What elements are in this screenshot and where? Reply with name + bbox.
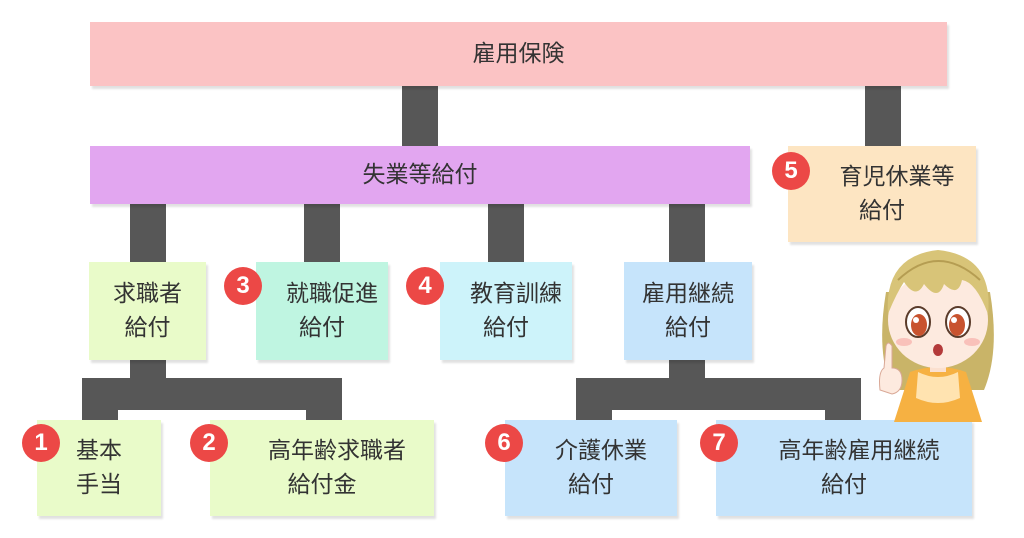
number-badge-4: 4 — [406, 267, 444, 305]
connector-to-senior-continuation — [825, 378, 861, 420]
connector-continuation-horizontal — [576, 378, 861, 410]
node-label-line1: 雇用継続 — [642, 281, 734, 307]
node-senior-jobseeker-benefit: 高年齢求職者 給付金 — [210, 420, 434, 516]
connector-root-unemployment — [402, 86, 438, 146]
node-label-line2: 給付 — [859, 198, 905, 224]
number-badge-5: 5 — [772, 152, 810, 190]
number-badge-2: 2 — [190, 424, 228, 462]
number-badge-1: 1 — [22, 424, 60, 462]
connector-root-childcare — [865, 86, 901, 146]
root-node-employment-insurance: 雇用保険 — [90, 22, 947, 86]
node-label-line1: 育児休業等 — [839, 164, 955, 190]
node-employment-continuation-benefits: 雇用継続 給付 — [624, 262, 752, 360]
connector-to-reemployment — [304, 204, 340, 262]
connector-jobseeker-horizontal — [82, 378, 342, 410]
node-label-line2: 給付 — [483, 315, 529, 341]
node-senior-employment-continuation-benefits: 高年齢雇用継続 給付 — [716, 420, 972, 516]
node-education-training-benefits: 教育訓練 給付 — [440, 262, 572, 360]
connector-to-jobseeker — [130, 204, 166, 262]
number-badge-3: 3 — [224, 267, 262, 305]
node-label-line1: 介護休業 — [555, 438, 647, 464]
number-badge-7: 7 — [700, 424, 738, 462]
node-family-care-leave-benefits: 介護休業 給付 — [505, 420, 677, 516]
connector-to-basic — [82, 378, 118, 420]
node-label-line2: 給付 — [665, 315, 711, 341]
node-unemployment-benefits: 失業等給付 — [90, 146, 750, 204]
connector-to-education — [488, 204, 524, 262]
node-label-line1: 教育訓練 — [470, 281, 562, 307]
node-label-line1: 高年齢求職者 — [268, 438, 406, 464]
node-label-line2: 給付 — [568, 472, 614, 498]
node-childcare-leave-benefits: 育児休業等 給付 — [788, 146, 976, 242]
node-label-line2: 給付金 — [287, 472, 357, 498]
node-reemployment-promotion-benefits: 就職促進 給付 — [256, 262, 388, 360]
pointing-girl-illustration — [879, 250, 994, 422]
node-label-line1: 高年齢雇用継続 — [778, 438, 940, 464]
connector-to-care-leave — [576, 378, 612, 420]
node-label: 失業等給付 — [362, 162, 478, 188]
node-label-line1: 基本 — [76, 438, 122, 464]
number-badge-6: 6 — [485, 424, 523, 462]
node-label-line2: 給付 — [821, 472, 867, 498]
node-label-line1: 求職者 — [113, 281, 182, 307]
node-jobseeker-benefits: 求職者 給付 — [89, 262, 206, 360]
node-basic-allowance: 基本 手当 — [37, 420, 161, 516]
node-label-line1: 就職促進 — [286, 281, 378, 307]
node-label-line2: 給付 — [124, 315, 171, 341]
node-label-line2: 給付 — [299, 315, 345, 341]
connector-to-senior-jobseeker — [306, 378, 342, 420]
node-label-line2: 手当 — [76, 472, 122, 498]
connector-to-continuation — [669, 204, 705, 262]
node-label: 雇用保険 — [472, 41, 565, 67]
